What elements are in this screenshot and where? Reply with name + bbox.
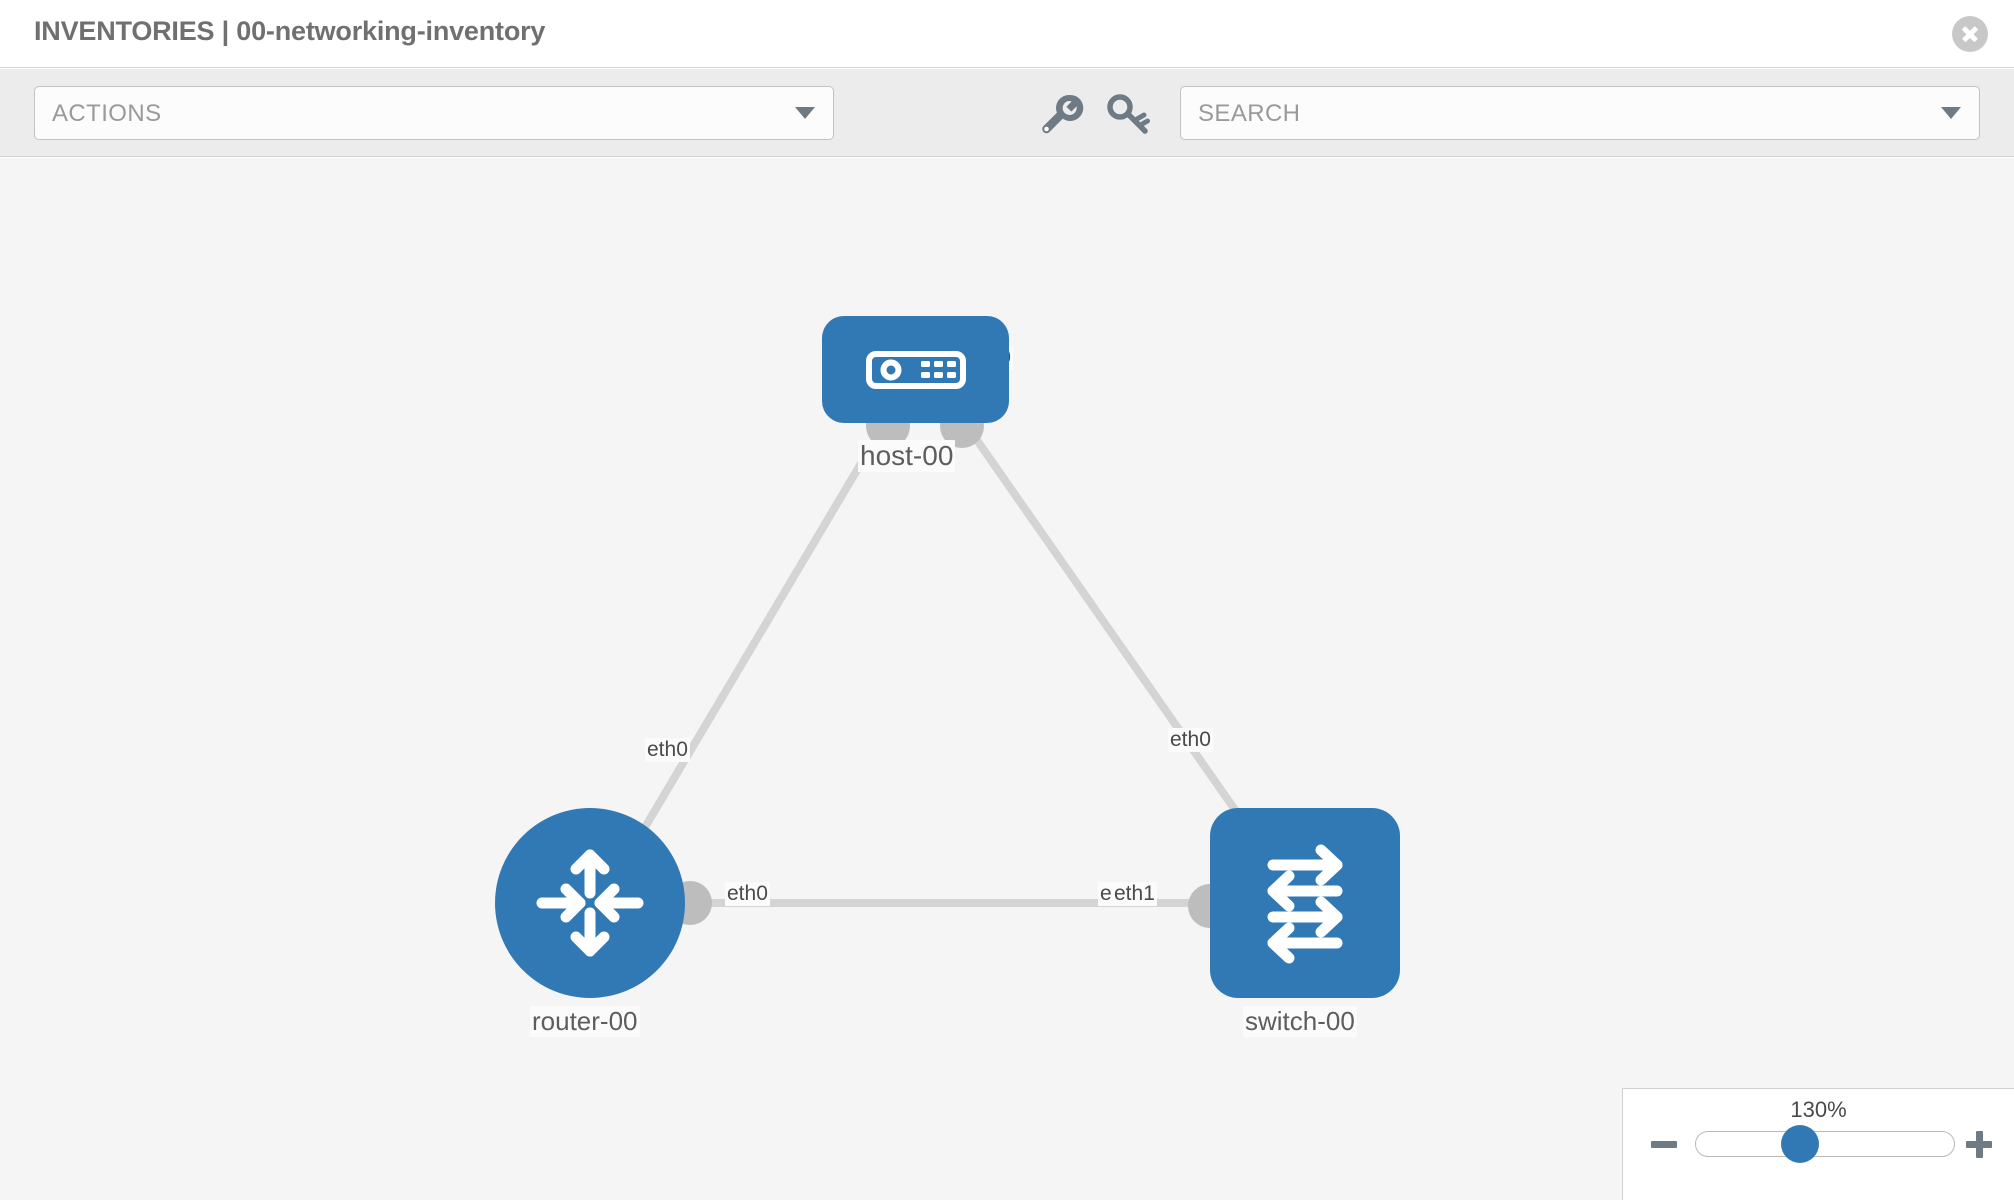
topology-links xyxy=(596,404,1304,928)
chevron-down-icon[interactable] xyxy=(1941,107,1961,119)
page-header: INVENTORIES | 00-networking-inventory xyxy=(0,0,2014,68)
host-node-label: host-00 xyxy=(858,440,956,472)
host-node-shape[interactable] xyxy=(822,316,1009,423)
router-node-label: router-00 xyxy=(530,1006,640,1037)
router-node-shape[interactable] xyxy=(495,808,685,998)
zoom-control-panel: 130% xyxy=(1622,1088,2014,1200)
page-title: INVENTORIES | 00-networking-inventory xyxy=(34,16,546,46)
zoom-level-value: 130% xyxy=(1790,1097,1847,1122)
zoom-slider-track[interactable] xyxy=(1695,1131,1955,1157)
zoom-in-button[interactable] xyxy=(1964,1127,1998,1161)
router-arrows-icon xyxy=(536,849,644,957)
actions-dropdown-label: ACTIONS xyxy=(52,100,162,127)
search-placeholder: SEARCH xyxy=(1198,100,1301,127)
search-input[interactable]: SEARCH xyxy=(1180,86,1980,140)
edge-label-router-right: eth0 xyxy=(725,882,770,906)
zoom-out-button[interactable] xyxy=(1649,1127,1683,1161)
zoom-slider-thumb[interactable] xyxy=(1781,1125,1819,1163)
key-icon[interactable] xyxy=(1104,89,1152,137)
server-icon xyxy=(865,350,966,389)
link-host-router xyxy=(596,419,889,907)
toolbar: ACTIONS SEARCH xyxy=(0,69,2014,157)
switch-node-shape[interactable] xyxy=(1210,808,1400,998)
switch-arrows-icon xyxy=(1267,844,1343,964)
connection-handles xyxy=(668,404,1260,928)
edge-label-switch-left: eth1 xyxy=(1112,882,1157,906)
close-icon[interactable] xyxy=(1952,16,1988,52)
actions-dropdown[interactable]: ACTIONS xyxy=(34,86,834,140)
chevron-down-icon xyxy=(795,107,815,119)
edge-label-switch-up: eth0 xyxy=(1168,728,1213,752)
wrench-icon[interactable] xyxy=(1036,89,1084,137)
topology-canvas[interactable]: eth0 eth0 eth0 eth0 eth0 eth eth1 host-0… xyxy=(0,158,2014,1200)
switch-node-label: switch-00 xyxy=(1243,1006,1357,1037)
edge-label-router-up: eth0 xyxy=(645,738,690,762)
